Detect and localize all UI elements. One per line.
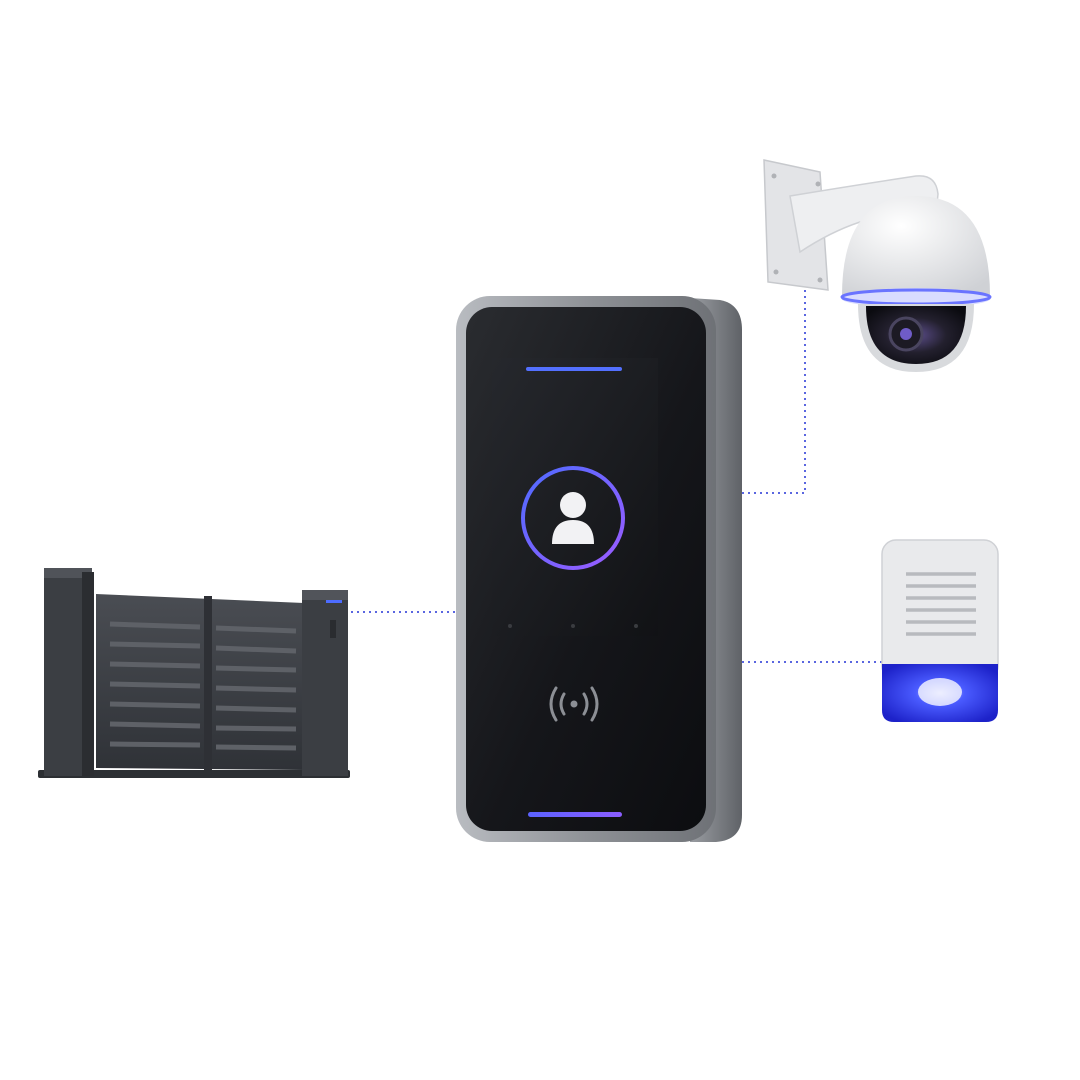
face-scan-ring [521, 466, 625, 570]
ptz-dome-camera-icon [763, 159, 992, 372]
nfc-icon [549, 686, 599, 722]
status-light-top [526, 367, 622, 371]
connector-terminal-camera [742, 285, 806, 494]
sliding-gate-icon [38, 568, 350, 778]
user-avatar-icon [552, 492, 594, 544]
siren-vents [906, 572, 976, 636]
status-light-bottom [528, 812, 622, 817]
gate-slats [109, 621, 297, 751]
face-recognition-terminal-icon [456, 296, 742, 842]
alarm-siren-icon [881, 539, 999, 722]
